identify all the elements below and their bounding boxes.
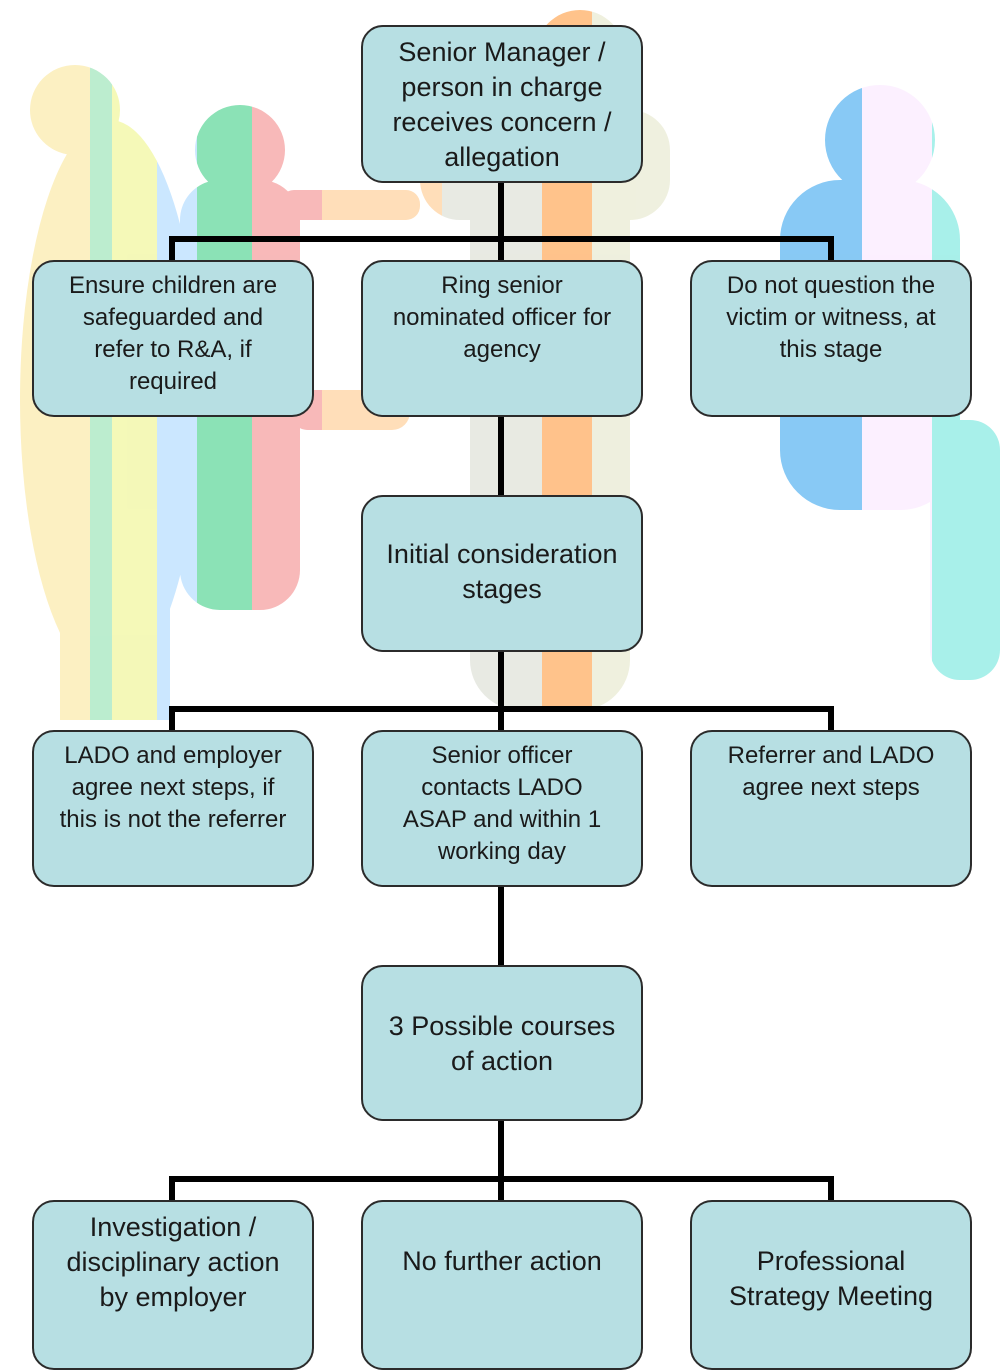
node-strategy-meeting: Professional Strategy Meeting bbox=[690, 1200, 972, 1370]
node-ring-officer-text: Ring senior nominated officer for agency bbox=[392, 272, 612, 363]
node-do-not-question-text: Do not question the victim or witness, a… bbox=[726, 272, 936, 363]
node-senior-contacts-lado-text: Senior officer contacts LADO ASAP and wi… bbox=[402, 742, 602, 865]
node-ring-officer: Ring senior nominated officer for agency bbox=[361, 260, 643, 417]
node-safeguard-text: Ensure children are safeguarded and refe… bbox=[68, 272, 278, 395]
node-investigation-text: Investigation / disciplinary action by e… bbox=[66, 1212, 280, 1312]
node-three-courses-text: 3 Possible courses of action bbox=[388, 1011, 616, 1076]
node-root-text: Senior Manager / person in charge receiv… bbox=[392, 37, 612, 172]
node-initial-consideration: Initial consideration stages bbox=[361, 495, 643, 652]
node-three-courses: 3 Possible courses of action bbox=[361, 965, 643, 1121]
node-safeguard: Ensure children are safeguarded and refe… bbox=[32, 260, 314, 417]
node-no-further-action: No further action bbox=[361, 1200, 643, 1370]
node-investigation: Investigation / disciplinary action by e… bbox=[32, 1200, 314, 1370]
node-senior-contacts-lado: Senior officer contacts LADO ASAP and wi… bbox=[361, 730, 643, 887]
node-no-further-action-text: No further action bbox=[402, 1246, 602, 1276]
node-referrer-lado: Referrer and LADO agree next steps bbox=[690, 730, 972, 887]
node-initial-consideration-text: Initial consideration stages bbox=[386, 539, 618, 604]
node-do-not-question: Do not question the victim or witness, a… bbox=[690, 260, 972, 417]
node-strategy-meeting-text: Professional Strategy Meeting bbox=[728, 1246, 934, 1311]
node-lado-employer-text: LADO and employer agree next steps, if t… bbox=[59, 742, 287, 833]
node-root: Senior Manager / person in charge receiv… bbox=[361, 25, 643, 183]
node-referrer-lado-text: Referrer and LADO agree next steps bbox=[727, 742, 935, 801]
node-lado-employer: LADO and employer agree next steps, if t… bbox=[32, 730, 314, 887]
